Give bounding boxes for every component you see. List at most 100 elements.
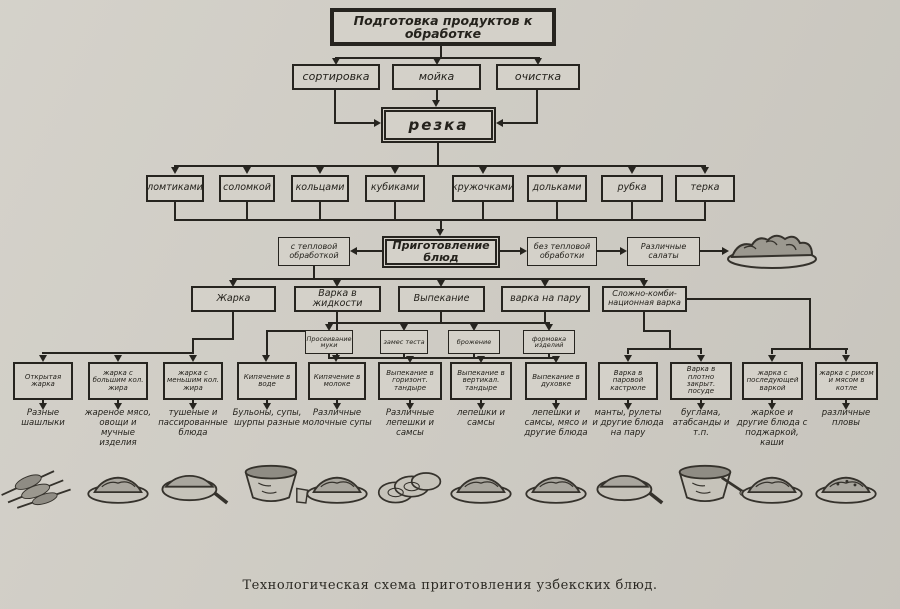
node-various-salads: Различные салаты (627, 237, 700, 266)
roast-platter-illustration (520, 456, 592, 512)
arrow-left-icon (350, 247, 357, 255)
arrow-down-icon (545, 324, 553, 331)
figure-caption: Технологическая схема приготовления узбе… (242, 578, 658, 593)
node-dough-kneading: замес теста (380, 330, 428, 354)
arrow-down-icon (697, 403, 705, 410)
tech-frying-little-fat: жарка с меньшим кол. жира (163, 362, 223, 400)
connector (192, 400, 194, 405)
node-cut-rings: кольцами (291, 175, 349, 202)
connector (357, 250, 382, 252)
tech-fry-then-boil: жарка с последующей варкой (742, 362, 803, 400)
connector (643, 330, 671, 332)
connector (394, 202, 396, 221)
connector (174, 202, 176, 221)
node-food-preparation: Подготовка продуктов к обработке (330, 8, 556, 46)
arrow-down-icon (171, 167, 179, 174)
node-cut-slices: ломтиками (146, 175, 204, 202)
arrow-down-icon (436, 229, 444, 236)
label-flatbreads-samsa-2: лепешки и самсы (456, 408, 506, 429)
arrow-down-icon (243, 167, 251, 174)
connector (334, 122, 375, 124)
arrow-down-icon (437, 280, 445, 287)
tech-steam-pot: Варка в паровой кастрюле (598, 362, 658, 400)
flatbread-stack-illustration (372, 456, 448, 512)
connector (700, 348, 702, 354)
connector (334, 90, 336, 123)
connector (544, 312, 546, 323)
connector (117, 400, 119, 405)
arrow-down-icon (768, 403, 776, 410)
connector (700, 400, 702, 405)
connector (627, 400, 629, 405)
connector (266, 400, 268, 405)
connector (440, 219, 442, 231)
node-fermentation: брожение (448, 330, 500, 354)
label-manty-steamed: манты, рулеты и другие блюда на пару (592, 408, 664, 439)
arrow-left-icon (496, 119, 503, 127)
connector (437, 143, 439, 166)
label-shashlik: Разные шашлыки (21, 408, 65, 429)
connector (232, 278, 645, 280)
label-zharkoe-kasha: жаркое и другие блюда с поджаркой, каши (736, 408, 808, 449)
arrow-down-icon (768, 355, 776, 362)
label-milk-soups: Различные молочные супы (302, 408, 372, 429)
tech-boiling-in-milk: Кипячение в молоке (308, 362, 366, 400)
node-without-heat-treatment: без тепловой обработки (527, 237, 597, 266)
node-cut-wedges: дольками (527, 175, 587, 202)
arrow-down-icon (541, 280, 549, 287)
connector (328, 357, 558, 359)
node-steaming: варка на пару (501, 286, 590, 312)
arrow-down-icon (842, 403, 850, 410)
connector (409, 400, 411, 405)
arrow-down-icon (552, 356, 560, 363)
arrow-down-icon (262, 355, 270, 362)
connector (627, 348, 702, 350)
connector (192, 338, 194, 353)
connector (631, 202, 633, 221)
node-cutting: резка (381, 107, 496, 143)
connector (246, 202, 248, 221)
arrow-right-icon (620, 247, 627, 255)
arrow-right-icon (722, 247, 729, 255)
connector (555, 400, 557, 405)
connector (328, 322, 550, 324)
soup-plate-illustration (301, 456, 373, 512)
tech-oven-baking: Выпекание в духовке (525, 362, 587, 400)
arrow-down-icon (640, 280, 648, 287)
connector (627, 348, 629, 354)
arrow-down-icon (325, 324, 333, 331)
node-grating: терка (675, 175, 735, 202)
tech-fry-rice-meat: жарка с рисом и мясом в котле (815, 362, 878, 400)
arrow-down-icon (39, 355, 47, 362)
node-dish-preparation: Приготовление блюд (382, 236, 500, 268)
plate-of-stew-illustration (736, 456, 808, 512)
node-cut-rounds: кружочками (452, 175, 514, 202)
label-soups-shurpa: Бульоны, супы, шурпы разные (232, 408, 302, 429)
connector (440, 312, 442, 323)
arrow-down-icon (39, 403, 47, 410)
node-chopping: рубка (601, 175, 663, 202)
arrow-down-icon (189, 403, 197, 410)
connector (643, 312, 645, 331)
connector (536, 90, 538, 123)
label-stewed-dishes: тушеные и пассированные блюда (158, 408, 228, 439)
connector (473, 354, 475, 359)
arrow-down-icon (114, 403, 122, 410)
tech-open-frying: Открытая жарка (13, 362, 73, 400)
arrow-down-icon (553, 167, 561, 174)
tech-vertical-tandyr: Выпекание в вертикал. тандыре (450, 362, 512, 400)
connector (232, 312, 234, 339)
node-baking: Выпекание (398, 286, 485, 312)
arrow-down-icon (477, 356, 485, 363)
connector (192, 338, 234, 340)
pan-with-handle-illustration (157, 456, 229, 512)
label-plov: различные пловы (821, 408, 871, 429)
arrow-down-icon (628, 167, 636, 174)
connector (42, 400, 44, 405)
connector (336, 400, 338, 405)
arrow-down-icon (391, 167, 399, 174)
pan-of-steamed-dishes-illustration (592, 456, 664, 512)
connector (809, 298, 811, 349)
arrow-down-icon (432, 100, 440, 107)
connector (482, 202, 484, 221)
